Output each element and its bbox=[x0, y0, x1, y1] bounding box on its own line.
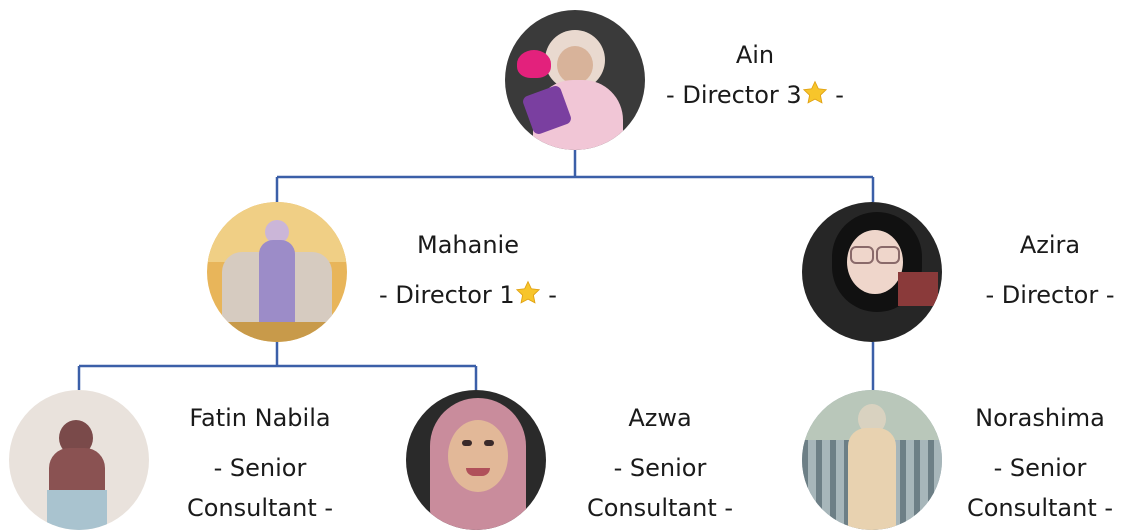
avatar-azwa bbox=[406, 390, 546, 530]
node-role-line1: - Senior bbox=[613, 454, 707, 482]
node-role-text: - Director 1 bbox=[379, 281, 515, 309]
node-label-azira: Azira - Director - bbox=[950, 225, 1138, 315]
node-label-azwa: Azwa - Senior Consultant - bbox=[550, 398, 770, 528]
star-icon bbox=[515, 280, 540, 304]
node-label-ain: Ain - Director 3 - bbox=[645, 35, 865, 115]
node-role: - Director 3 - bbox=[645, 75, 865, 115]
node-label-mahanie: Mahanie - Director 1 - bbox=[358, 225, 578, 315]
node-role-suffix: - bbox=[827, 81, 844, 109]
node-name: Norashima bbox=[975, 404, 1105, 432]
node-name: Azwa bbox=[628, 404, 692, 432]
avatar-norashima bbox=[802, 390, 942, 530]
star-icon bbox=[802, 80, 827, 104]
node-name: Fatin Nabila bbox=[189, 404, 331, 432]
node-label-fatin: Fatin Nabila - Senior Consultant - bbox=[150, 398, 370, 528]
node-role-line1: - Senior bbox=[213, 454, 307, 482]
node-name: Mahanie bbox=[417, 231, 519, 259]
avatar-azira bbox=[802, 202, 942, 342]
node-role-line1: - Senior bbox=[993, 454, 1087, 482]
node-role-line2: Consultant - bbox=[966, 494, 1114, 522]
node-role-line2: Consultant - bbox=[586, 494, 734, 522]
node-label-norashima: Norashima - Senior Consultant - bbox=[945, 398, 1135, 528]
node-role: - Director - bbox=[985, 281, 1115, 309]
node-role-text: - Director 3 bbox=[666, 81, 802, 109]
node-role-suffix: - bbox=[540, 281, 557, 309]
avatar-mahanie bbox=[207, 202, 347, 342]
avatar-ain bbox=[505, 10, 645, 150]
node-name: Azira bbox=[1019, 231, 1081, 259]
node-name: Ain bbox=[735, 41, 775, 69]
node-role-line2: Consultant - bbox=[186, 494, 334, 522]
node-role: - Director 1 - bbox=[358, 275, 578, 315]
avatar-fatin bbox=[9, 390, 149, 530]
